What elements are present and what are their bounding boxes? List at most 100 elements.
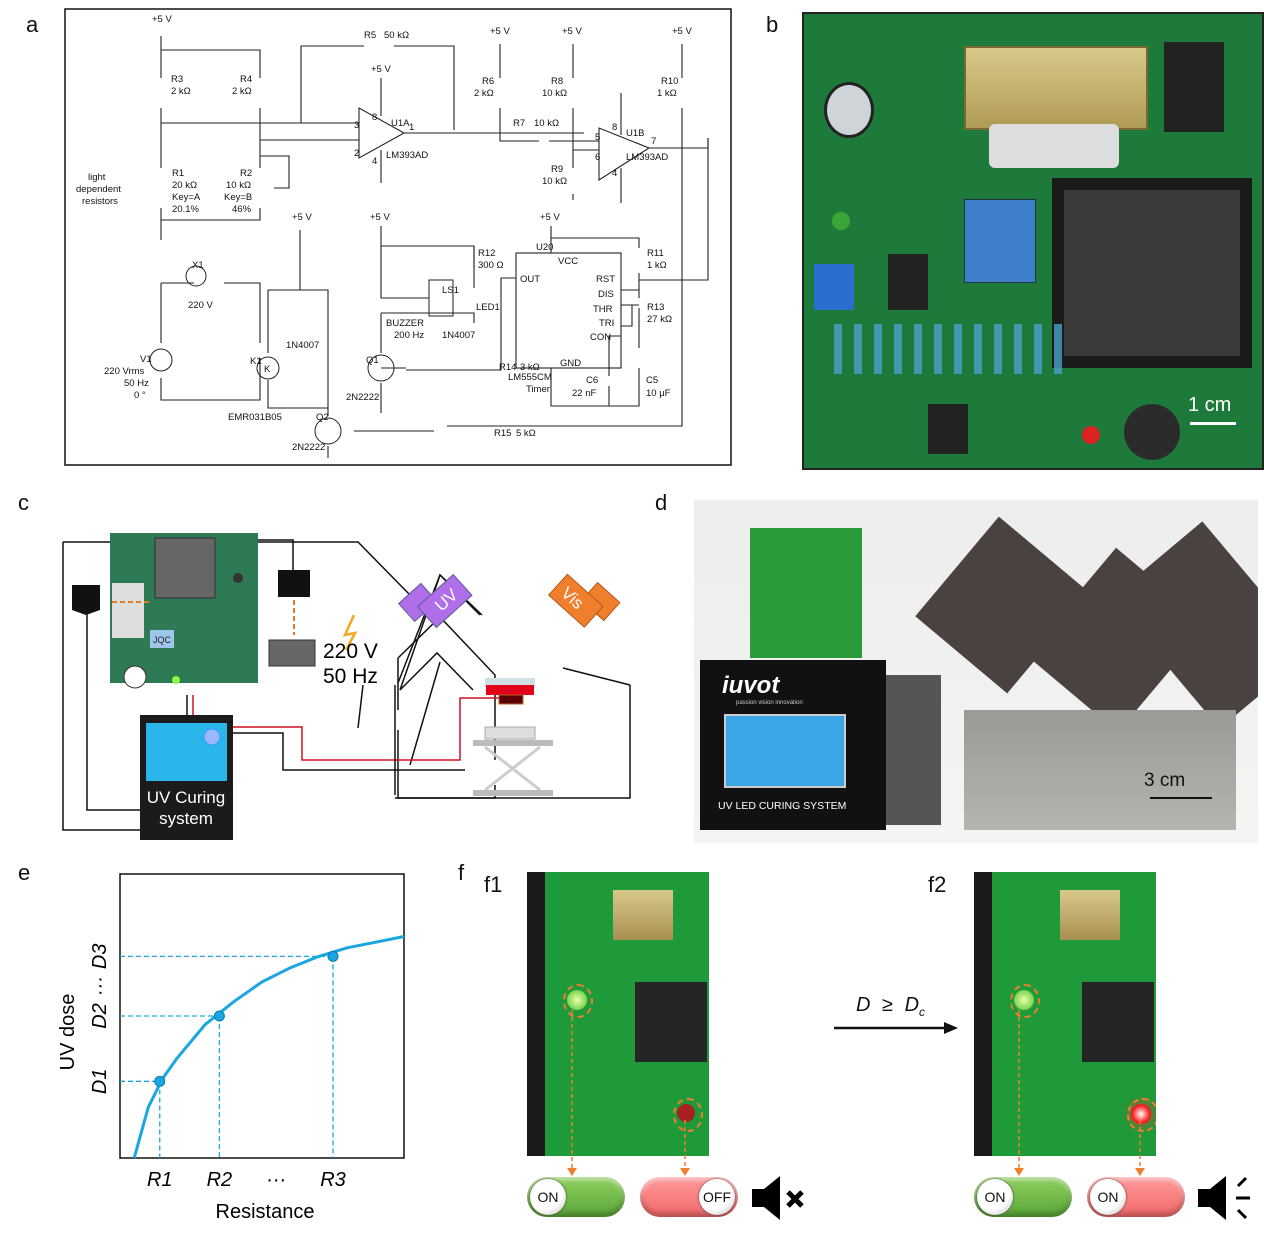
curing-system-label-1: UV Curing bbox=[147, 788, 225, 807]
v1-line-1: 220 Vrms bbox=[104, 366, 145, 377]
circuit-schematic: +5 V +5 V +5 V +5 V +5 V +5 V +5 V +5 V … bbox=[64, 8, 732, 466]
toggle-knob-label: ON bbox=[1090, 1179, 1126, 1215]
buzzer-icon bbox=[1124, 404, 1180, 460]
green-led-toggle-f1[interactable]: ON bbox=[527, 1177, 625, 1217]
lamp-icon bbox=[185, 265, 207, 287]
label-supply-3: +5 V bbox=[490, 26, 510, 37]
y-tick-label: ··· bbox=[89, 976, 111, 996]
value-x1: 220 V bbox=[188, 300, 213, 311]
label-v1: V1 bbox=[140, 354, 152, 365]
green-led-toggle-f2[interactable]: ON bbox=[974, 1177, 1072, 1217]
panel-label-c: c bbox=[18, 490, 29, 515]
power-socket-icon bbox=[1052, 178, 1252, 368]
screw-terminal-icon bbox=[814, 264, 854, 310]
label-x1: X1 bbox=[192, 260, 204, 271]
sensor-block bbox=[498, 694, 524, 705]
socket-icon bbox=[154, 537, 216, 599]
value-r13: 27 kΩ bbox=[647, 314, 672, 325]
transistor-q1-icon bbox=[367, 354, 395, 382]
scale-bar bbox=[1190, 422, 1236, 425]
toggle-knob-label: OFF bbox=[699, 1179, 735, 1215]
label-supply-7: +5 V bbox=[370, 212, 390, 223]
pin-con: CON bbox=[590, 332, 611, 343]
part-q2: 2N2222 bbox=[292, 442, 325, 453]
relay-coil-glyph: K bbox=[264, 364, 271, 375]
vis-lamp-icon: Vis bbox=[547, 573, 621, 628]
terminal-block-icon bbox=[1164, 42, 1224, 132]
curing-knob bbox=[203, 728, 221, 746]
device-label: UV LED CURING SYSTEM bbox=[718, 800, 847, 812]
pin-rst: RST bbox=[596, 274, 615, 285]
guide-line-2 bbox=[120, 1015, 221, 1158]
pin-dis: DIS bbox=[598, 289, 614, 300]
part-q1: 2N2222 bbox=[346, 392, 379, 403]
device-screen bbox=[724, 714, 846, 788]
value-r15: 5 kΩ bbox=[516, 428, 536, 439]
board-photo-f2 bbox=[974, 872, 1156, 1156]
part-u1a: LM393AD bbox=[386, 150, 428, 161]
data-point-3 bbox=[327, 950, 339, 962]
setting-r2: 46% bbox=[232, 204, 252, 215]
panel-label-e: e bbox=[18, 860, 31, 885]
label-q2: Q2 bbox=[316, 412, 329, 423]
relay-icon bbox=[964, 199, 1036, 283]
y-tick-label: D1 bbox=[89, 1069, 111, 1095]
ic-chip-icon bbox=[888, 254, 928, 310]
label-r1: R1 bbox=[172, 168, 184, 179]
device-side bbox=[886, 675, 941, 825]
pin-5: 5 bbox=[595, 132, 600, 143]
value-c5: 10 μF bbox=[646, 388, 671, 399]
board-photo-f1 bbox=[527, 872, 709, 1156]
buzzer-icon bbox=[428, 279, 454, 317]
resistor-row bbox=[834, 324, 1064, 374]
part-k1: EMR031B05 bbox=[228, 412, 282, 423]
value-r11: 1 kΩ bbox=[647, 260, 667, 271]
pin-gnd: GND bbox=[560, 358, 581, 369]
label-q1: Q1 bbox=[366, 355, 379, 366]
highlight-circle-red bbox=[673, 1098, 703, 1132]
pin-7: 7 bbox=[651, 136, 656, 147]
voltage-label: 220 V bbox=[323, 640, 378, 663]
value-r5: 50 kΩ bbox=[384, 30, 409, 41]
y-tick-label: D2 bbox=[89, 1003, 111, 1029]
v1-line-2: 50 Hz bbox=[124, 378, 149, 389]
pin-thr: THR bbox=[593, 304, 613, 315]
value-r9: 10 kΩ bbox=[542, 176, 567, 187]
label-r7: R7 bbox=[513, 118, 525, 129]
part-u1b: LM393AD bbox=[626, 152, 668, 163]
x-tick-label: ··· bbox=[266, 1169, 286, 1191]
red-led-toggle-f1[interactable]: OFF bbox=[640, 1177, 738, 1217]
highlight-circle-green-f2 bbox=[1010, 984, 1040, 1018]
plug-2pin-icon bbox=[278, 570, 310, 597]
pcb-photo-small bbox=[750, 528, 862, 658]
label-supply-5: +5 V bbox=[672, 26, 692, 37]
x-tick-label: R3 bbox=[320, 1169, 346, 1191]
curing-device-icon: iuvot passion vision innovation UV LED C… bbox=[700, 660, 886, 830]
subpanel-label-f2: f2 bbox=[928, 872, 947, 897]
transistor-q2-icon bbox=[314, 417, 342, 445]
brand-tagline: passion vision innovation bbox=[736, 700, 803, 706]
label-u20: U20 bbox=[536, 242, 553, 253]
transformer-bobbin bbox=[989, 124, 1119, 168]
lamp-housings bbox=[915, 500, 1258, 733]
metal-box bbox=[964, 710, 1236, 830]
label-r9: R9 bbox=[551, 164, 563, 175]
system-diagram: JQC 220 V 50 Hz UV Vis UV Curing system bbox=[62, 533, 631, 840]
toggle-knob-label: ON bbox=[977, 1179, 1013, 1215]
label-r2: R2 bbox=[240, 168, 252, 179]
lift-top bbox=[473, 740, 553, 746]
guide-line-3 bbox=[120, 955, 334, 1158]
pin-out: OUT bbox=[520, 274, 540, 285]
panel-label-b: b bbox=[766, 12, 779, 37]
value-r3: 2 kΩ bbox=[171, 86, 191, 97]
lift-base bbox=[473, 790, 553, 796]
panel-label-a: a bbox=[26, 12, 39, 37]
label-r12: R12 bbox=[478, 248, 495, 259]
red-led-toggle-f2[interactable]: ON bbox=[1087, 1177, 1185, 1217]
leader-arrows bbox=[567, 1010, 1145, 1176]
x-tick-label: R2 bbox=[207, 1169, 233, 1191]
value-r2: 10 kΩ bbox=[226, 180, 251, 191]
y-tick-label: D3 bbox=[89, 944, 111, 970]
value-r14: 3 kΩ bbox=[520, 362, 540, 373]
condition-lhs: D bbox=[856, 994, 871, 1016]
